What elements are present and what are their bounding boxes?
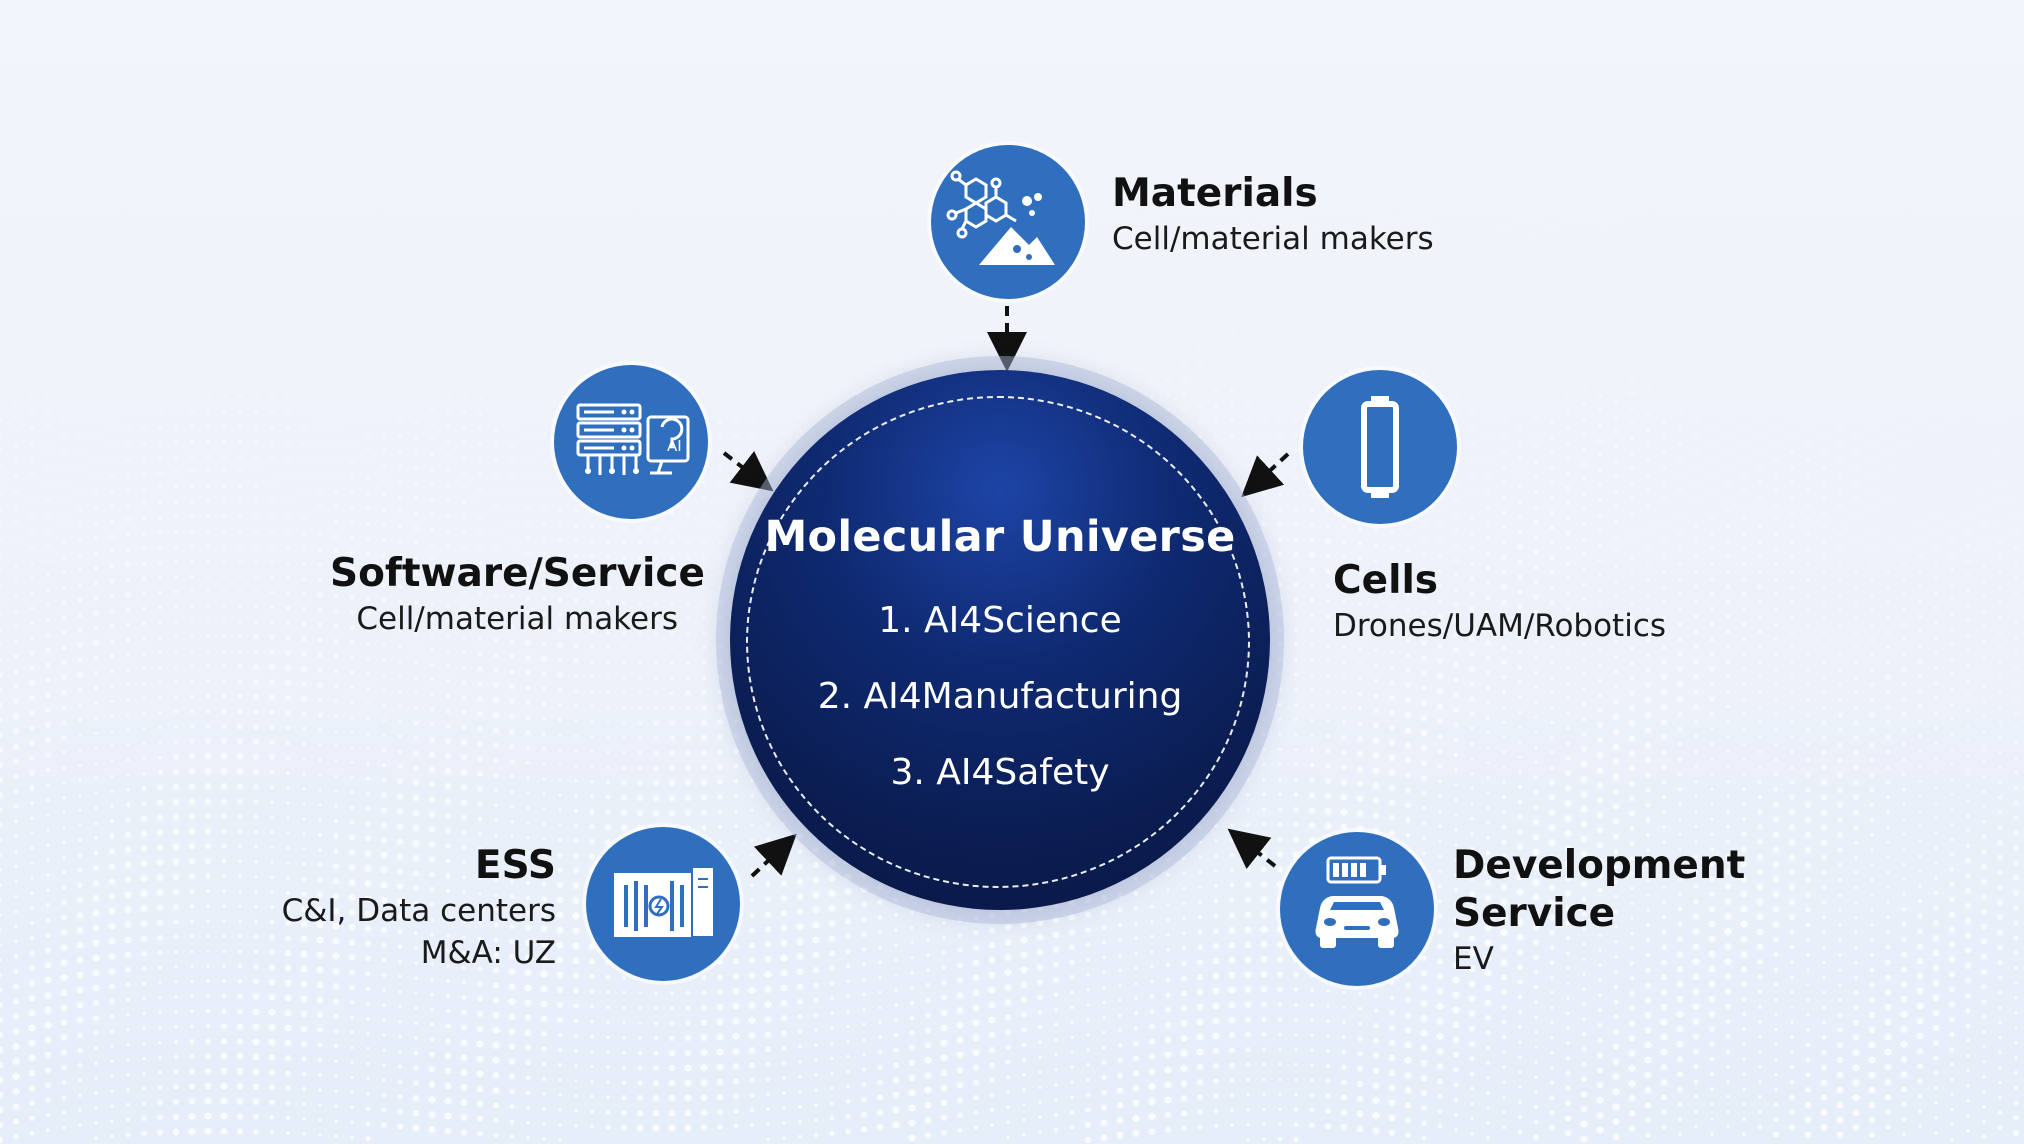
development-node	[1280, 832, 1434, 986]
molecule-mountain-icon	[946, 170, 1055, 265]
software-label: Software/Service Cell/material makers	[330, 550, 705, 640]
center-title: Molecular Universe	[764, 512, 1236, 562]
materials-title: Materials	[1112, 171, 1318, 216]
cells-subtitle: Drones/UAM/Robotics	[1333, 608, 1667, 644]
ai-icon-text: AI	[667, 437, 682, 455]
center-item-3: 3. AI4Safety	[890, 752, 1110, 793]
molecular-universe-circle: Molecular Universe 1. AI4Science 2. AI4M…	[730, 370, 1270, 910]
development-subtitle: EV	[1453, 941, 1494, 977]
development-title-2: Service	[1453, 891, 1616, 936]
materials-node	[931, 145, 1085, 299]
software-title: Software/Service	[330, 551, 705, 596]
development-label: Development Service EV	[1453, 842, 1745, 980]
software-subtitle: Cell/material makers	[356, 601, 678, 637]
ess-label: ESS C&I, Data centers M&A: UZ	[250, 842, 556, 974]
electric-car-icon	[1315, 856, 1399, 948]
materials-label: Materials Cell/material makers	[1112, 170, 1434, 260]
materials-subtitle: Cell/material makers	[1112, 221, 1434, 257]
development-title-1: Development	[1453, 843, 1746, 888]
software-node: AI	[554, 365, 708, 519]
cells-label: Cells Drones/UAM/Robotics	[1333, 557, 1666, 647]
server-ai-icon: AI	[576, 403, 690, 475]
cells-node	[1303, 370, 1457, 524]
dashed-ring	[746, 396, 1250, 888]
ess-node	[586, 827, 740, 981]
battery-cell-icon	[1361, 396, 1399, 498]
ess-line-2: M&A: UZ	[420, 935, 556, 971]
center-item-2: 2. AI4Manufacturing	[817, 676, 1183, 717]
cells-title: Cells	[1333, 558, 1439, 603]
center-item-1: 1. AI4Science	[878, 600, 1122, 641]
ess-title: ESS	[474, 843, 556, 888]
ess-line-1: C&I, Data centers	[281, 893, 556, 929]
energy-storage-container-icon	[614, 866, 715, 938]
